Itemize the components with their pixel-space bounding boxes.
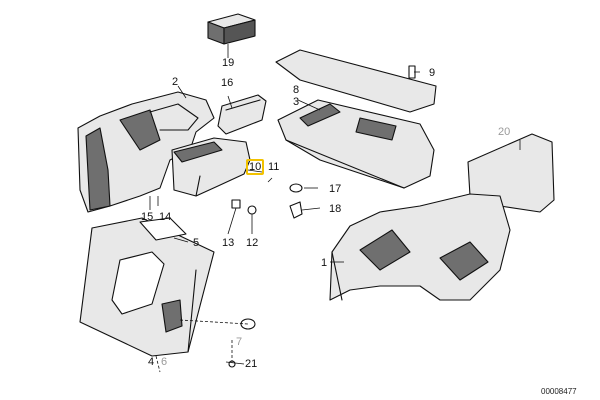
part-label-14: 14: [159, 211, 172, 223]
part-label-13: 13: [222, 237, 235, 249]
part-1-side-panel: [329, 193, 511, 301]
part-18-fastener: [289, 201, 303, 219]
part-label-7: 7: [236, 336, 243, 348]
part-label-19: 19: [222, 57, 235, 69]
part-label-15: 15: [141, 211, 154, 223]
part-label-12: 12: [246, 237, 259, 249]
part-5-flat-panel: [139, 217, 187, 241]
part-17-grommet: [289, 183, 303, 193]
part-10-tray: [171, 137, 251, 197]
part-label-10-highlighted[interactable]: 10: [246, 159, 265, 175]
diagram-code: 00008477: [541, 387, 577, 396]
part-7-fastener: [240, 318, 256, 330]
part-label-20: 20: [498, 126, 511, 138]
part-label-1: 1: [321, 257, 328, 269]
part-19-block: [207, 13, 256, 45]
part-12-screw: [247, 205, 257, 215]
part-label-2: 2: [172, 76, 179, 88]
part-8-trunk-trim: [275, 49, 437, 189]
part-label-6: 6: [161, 356, 168, 368]
part-13-clip: [231, 199, 241, 209]
part-label-5: 5: [193, 237, 200, 249]
part-16-panel: [217, 94, 267, 135]
part-label-17: 17: [329, 183, 342, 195]
part-label-16: 16: [221, 77, 234, 89]
part-label-11: 11: [268, 161, 280, 173]
part-label-8: 8: [293, 84, 300, 96]
part-label-3: 3: [293, 96, 300, 108]
part-label-18: 18: [329, 203, 342, 215]
part-label-9: 9: [429, 67, 436, 79]
leader-lines: [149, 44, 521, 373]
part-label-21: 21: [245, 358, 258, 370]
part-label-4: 4: [148, 356, 155, 368]
part-4-lower-panel: [79, 217, 215, 357]
